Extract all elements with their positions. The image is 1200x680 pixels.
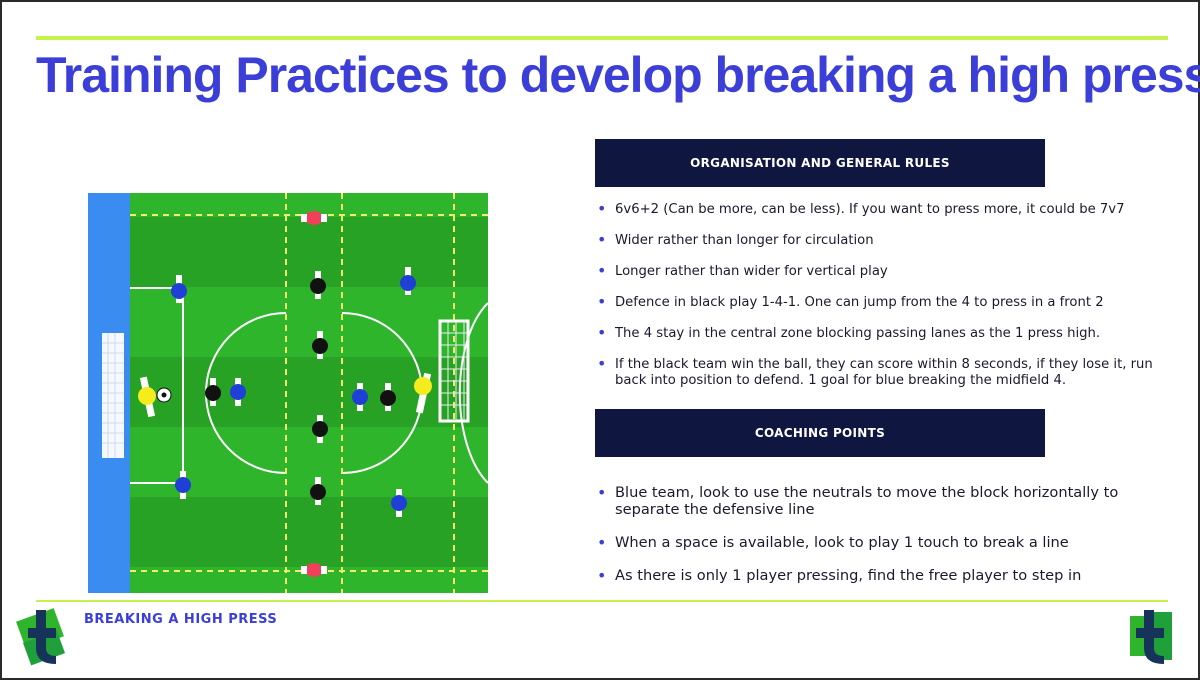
black-player — [205, 378, 221, 406]
list-item: Wider rather than longer for circulation — [597, 232, 1177, 249]
blue-player — [352, 383, 368, 411]
black-player — [380, 383, 396, 411]
list-item: 6v6+2 (Can be more, can be less). If you… — [597, 201, 1177, 218]
black-player — [310, 477, 326, 505]
right-goal-net-icon — [438, 319, 470, 423]
club-crest-icon — [16, 608, 66, 666]
list-item: When a space is available, look to play … — [597, 534, 1167, 551]
football-icon — [156, 387, 172, 403]
bottom-accent-line — [36, 600, 1168, 602]
blue-player — [230, 378, 246, 406]
organisation-header: ORGANISATION AND GENERAL RULES — [595, 139, 1045, 187]
list-item: The 4 stay in the central zone blocking … — [597, 325, 1177, 342]
pink-player-bottom — [301, 563, 327, 577]
blue-player — [175, 471, 191, 499]
pitch-diagram — [88, 193, 488, 593]
pink-player-top — [301, 211, 327, 225]
black-player — [312, 415, 328, 443]
coaching-list: Blue team, look to use the neutrals to m… — [597, 484, 1167, 600]
black-player — [310, 271, 326, 299]
top-accent-line — [36, 36, 1168, 40]
coaching-header: COACHING POINTS — [595, 409, 1045, 457]
blue-player — [400, 267, 416, 295]
black-player — [312, 331, 328, 359]
yellow-neutral-right — [414, 372, 432, 414]
yellow-neutral-left — [138, 376, 156, 418]
slide-title: Training Practices to develop breaking a… — [36, 47, 1200, 103]
rules-list: 6v6+2 (Can be more, can be less). If you… — [597, 201, 1177, 404]
blue-player — [391, 489, 407, 517]
footer-label: BREAKING A HIGH PRESS — [84, 612, 278, 627]
list-item: If the black team win the ball, they can… — [597, 356, 1177, 389]
left-goal-net-icon — [102, 333, 124, 458]
list-item: As there is only 1 player pressing, find… — [597, 567, 1167, 584]
blue-player — [171, 275, 187, 303]
club-crest-icon — [1130, 610, 1172, 664]
list-item: Longer rather than wider for vertical pl… — [597, 263, 1177, 280]
list-item: Defence in black play 1-4-1. One can jum… — [597, 294, 1177, 311]
list-item: Blue team, look to use the neutrals to m… — [597, 484, 1167, 518]
